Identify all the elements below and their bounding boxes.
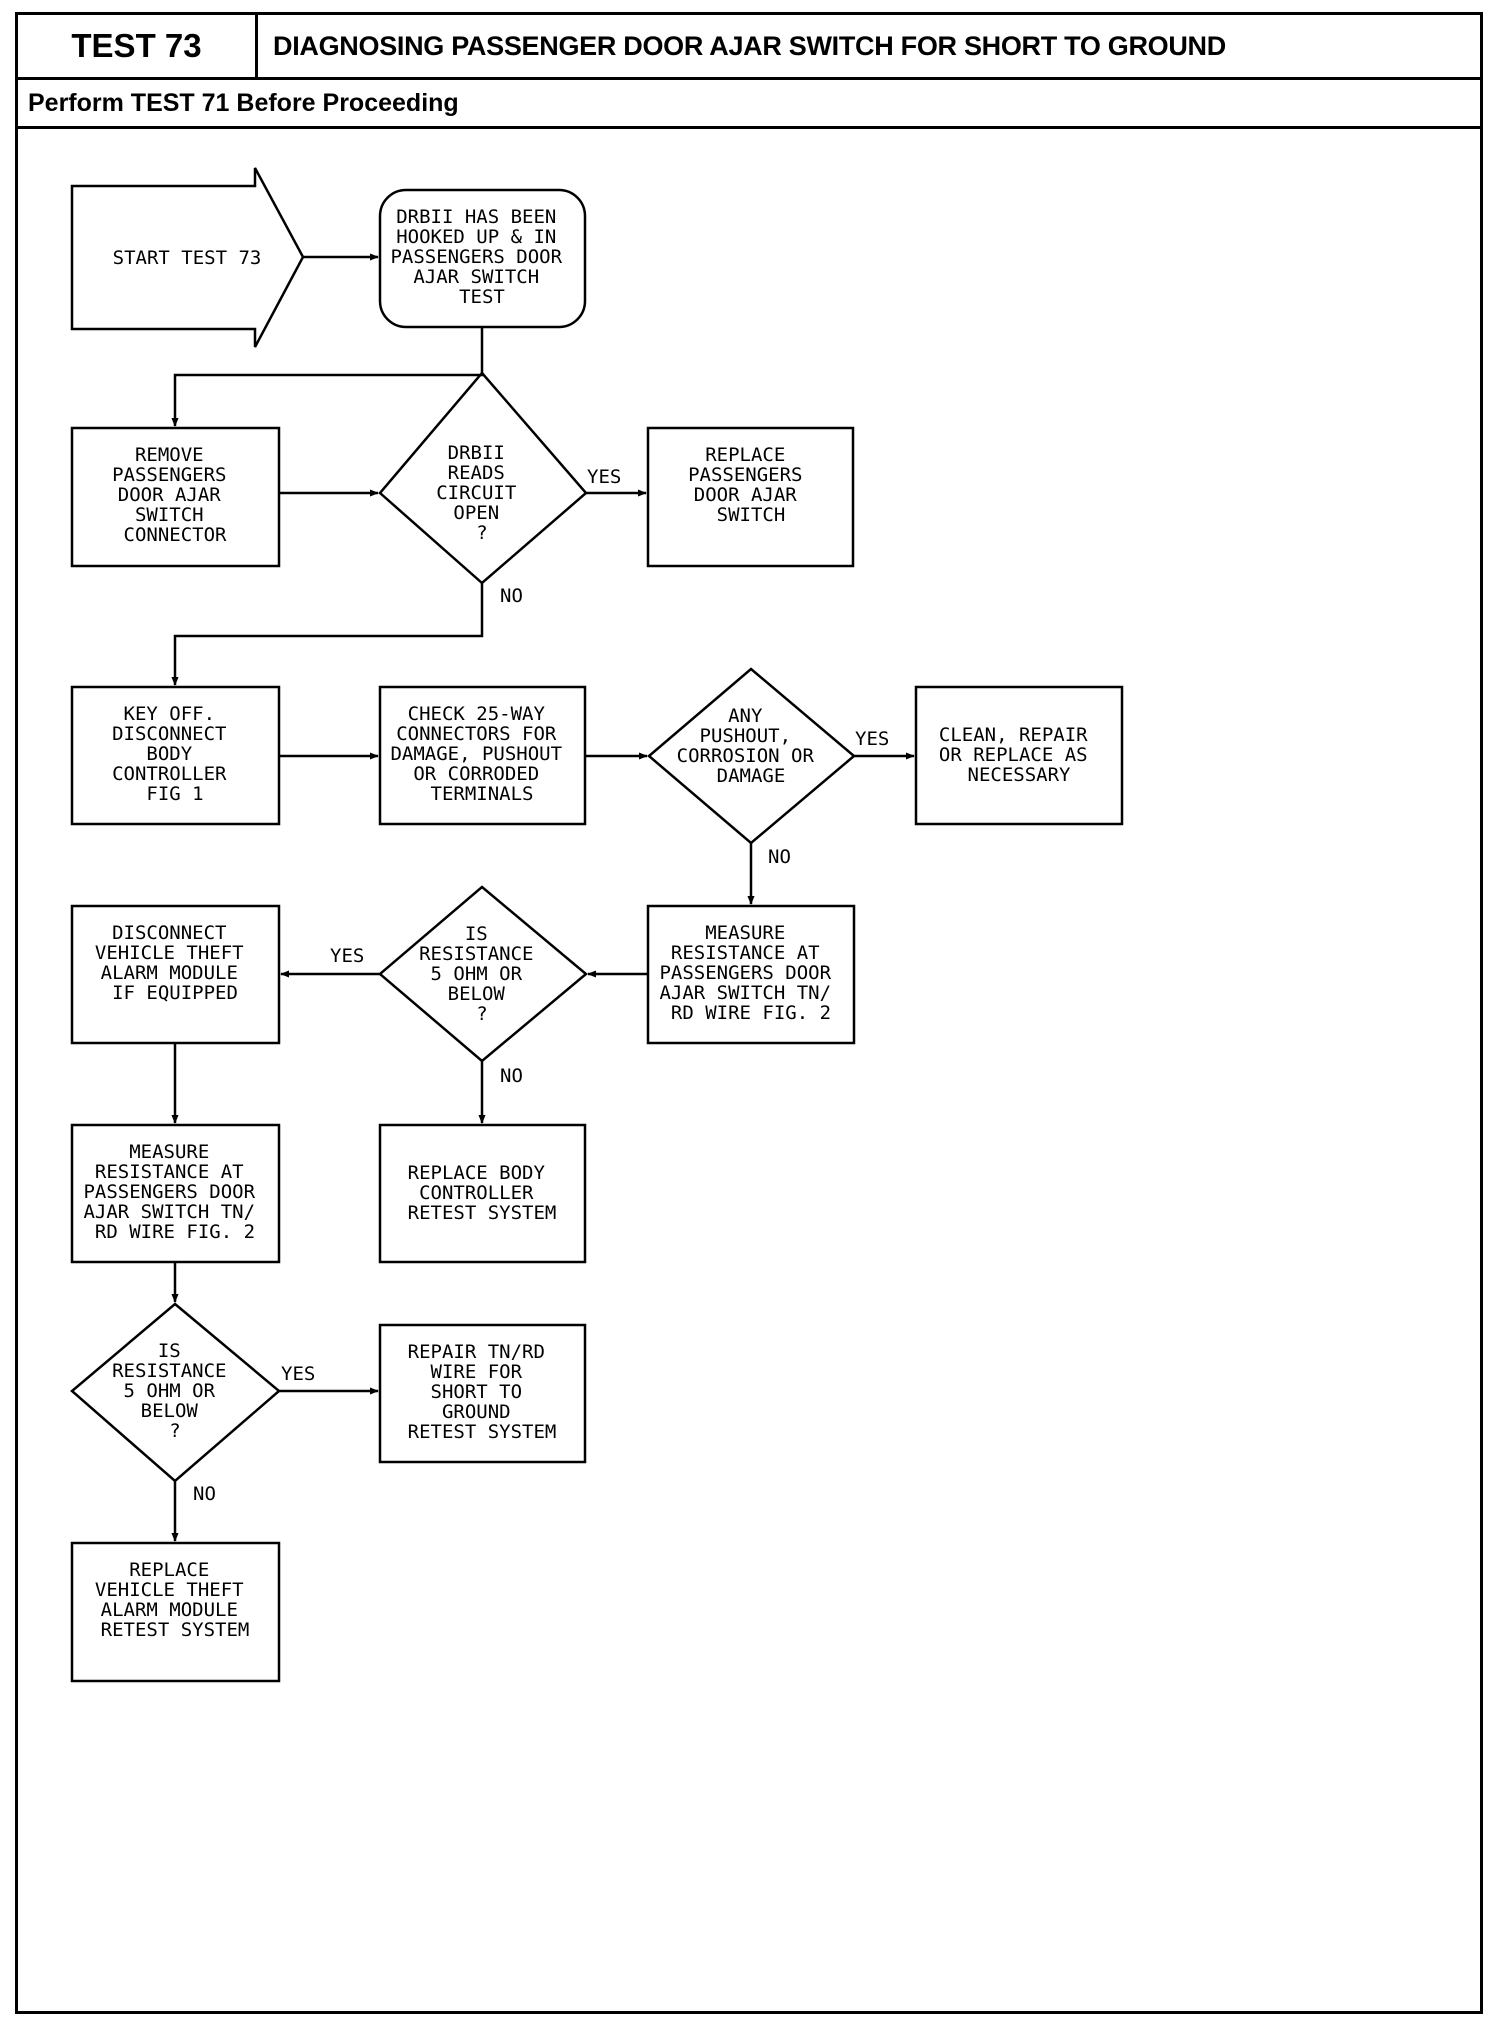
yes-label: YES	[281, 1363, 315, 1385]
start-arrow-shape	[70, 167, 305, 348]
step-repair-wire	[378, 1323, 587, 1464]
node-text: REMOVE PASSENGERS DOOR AJAR SWITCH CONNE…	[112, 444, 238, 546]
header-divider	[18, 77, 1480, 80]
node-text: MEASURE RESISTANCE AT PASSENGERS DOOR AJ…	[659, 922, 842, 1024]
node-text: KEY OFF. DISCONNECT BODY CONTROLLER FIG …	[112, 703, 238, 805]
step-clean-repair	[914, 685, 1124, 826]
node-text: REPLACE PASSENGERS DOOR AJAR SWITCH	[688, 444, 814, 526]
node-text: REPAIR TN/RD WIRE FOR SHORT TO GROUND RE…	[408, 1341, 557, 1443]
node-text: REPLACE VEHICLE THEFT ALARM MODULE RETES…	[95, 1559, 255, 1641]
node-text: IS RESISTANCE 5 OHM OR BELOW ?	[112, 1340, 238, 1442]
no-label: NO	[768, 846, 791, 868]
prerequisite-note: Perform TEST 71 Before Proceeding	[28, 88, 459, 117]
node-text: CLEAN, REPAIR OR REPLACE AS NECESSARY	[939, 724, 1099, 786]
yes-label: YES	[855, 728, 889, 750]
test-number: TEST 73	[18, 15, 258, 77]
step-remove-connector	[70, 426, 281, 568]
node-text: DRBII READS CIRCUIT OPEN ?	[436, 442, 528, 544]
header-divider-2	[18, 126, 1480, 129]
no-label: NO	[193, 1483, 216, 1505]
no-label: NO	[500, 585, 523, 607]
node-text: REPLACE BODY CONTROLLER RETEST SYSTEM	[408, 1162, 557, 1224]
node-text: DISCONNECT VEHICLE THEFT ALARM MODULE IF…	[95, 922, 255, 1004]
node-text: CHECK 25-WAY CONNECTORS FOR DAMAGE, PUSH…	[390, 703, 573, 805]
step-replace-body-controller	[378, 1123, 587, 1264]
start-label: START TEST 73	[113, 247, 262, 269]
page-frame: TEST 73 DIAGNOSING PASSENGER DOOR AJAR S…	[15, 12, 1483, 2014]
node-text: IS RESISTANCE 5 OHM OR BELOW ?	[419, 923, 545, 1025]
node-text: DRBII HAS BEEN HOOKED UP & IN PASSENGERS…	[390, 206, 573, 308]
node-text: MEASURE RESISTANCE AT PASSENGERS DOOR AJ…	[83, 1141, 266, 1243]
step-replace-theft-module	[70, 1541, 281, 1683]
yes-label: YES	[587, 466, 621, 488]
no-label: NO	[500, 1065, 523, 1087]
step-replace-switch	[646, 426, 855, 568]
yes-label: YES	[330, 945, 364, 967]
node-text: ANY PUSHOUT, CORROSION OR DAMAGE	[677, 705, 826, 787]
connector	[171, 583, 484, 686]
page-title: DIAGNOSING PASSENGER DOOR AJAR SWITCH FO…	[273, 30, 1226, 61]
connector	[171, 327, 484, 427]
